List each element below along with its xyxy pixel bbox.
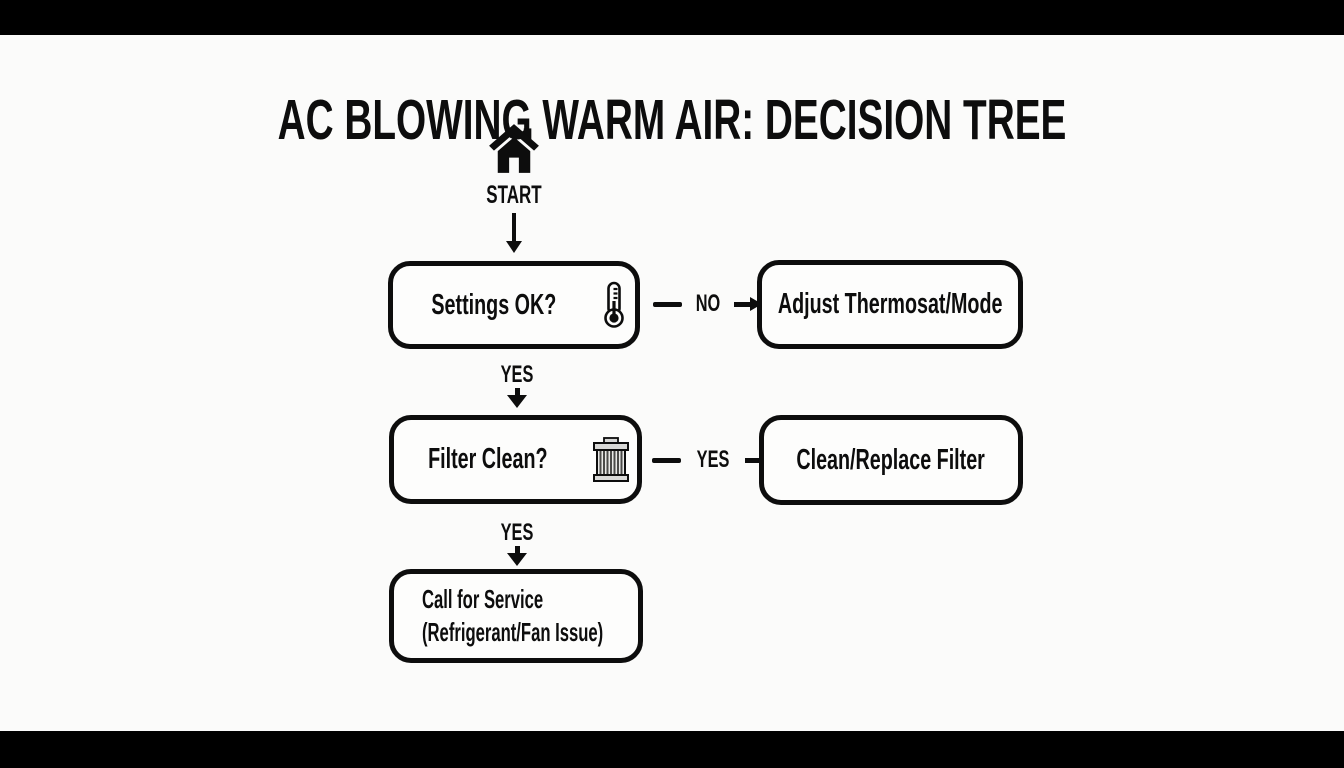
connector-line — [652, 457, 681, 463]
node-call-for-service-line2: (Refrigerant/Fan Issue) — [422, 617, 604, 647]
thermometer-icon — [602, 281, 626, 329]
connector-yes-label: YES — [696, 446, 730, 473]
start-label: START — [486, 181, 542, 209]
node-clean-replace-filter: Clean/Replace Filter — [759, 415, 1023, 505]
air-filter-icon — [591, 436, 631, 483]
connector-no-label: NO — [695, 290, 721, 317]
letterbox-top — [0, 0, 1344, 35]
arrow-stem — [514, 388, 520, 395]
node-call-for-service: Call for Service (Refrigerant/Fan Issue) — [389, 569, 643, 663]
arrow-stem — [512, 213, 516, 241]
connector-line — [653, 301, 682, 307]
node-clean-replace-filter-label: Clean/Replace Filter — [796, 443, 986, 476]
arrow-down-head — [506, 241, 522, 253]
node-settings-ok: Settings OK? — [388, 261, 640, 349]
arrow-stem — [514, 546, 520, 553]
arrow-start-to-settings — [506, 213, 522, 253]
node-filter-clean: Filter Clean? — [389, 415, 642, 504]
connector-filter-yes-down-label: YES — [500, 519, 534, 546]
page-title-text: AC BLOWING WARM AIR: DECISION TREE — [277, 88, 1067, 153]
arrow-down-head — [507, 395, 527, 408]
arrow-filter-to-service — [507, 546, 527, 566]
house-icon — [488, 124, 540, 174]
arrow-stem — [745, 457, 762, 463]
node-filter-clean-label: Filter Clean? — [427, 443, 548, 475]
arrow-settings-to-filter — [507, 388, 527, 408]
arrow-down-head — [507, 553, 527, 566]
node-adjust-thermostat-label: Adjust Thermosat/Mode — [777, 288, 1003, 320]
node-settings-ok-label: Settings OK? — [431, 288, 557, 321]
node-call-for-service-line1: Call for Service — [422, 584, 544, 615]
arrow-stem — [734, 301, 750, 307]
letterbox-bottom — [0, 731, 1344, 768]
connector-settings-yes-label: YES — [500, 361, 534, 388]
node-adjust-thermostat: Adjust Thermosat/Mode — [757, 260, 1023, 349]
page-title: AC BLOWING WARM AIR: DECISION TREE — [0, 92, 1344, 149]
